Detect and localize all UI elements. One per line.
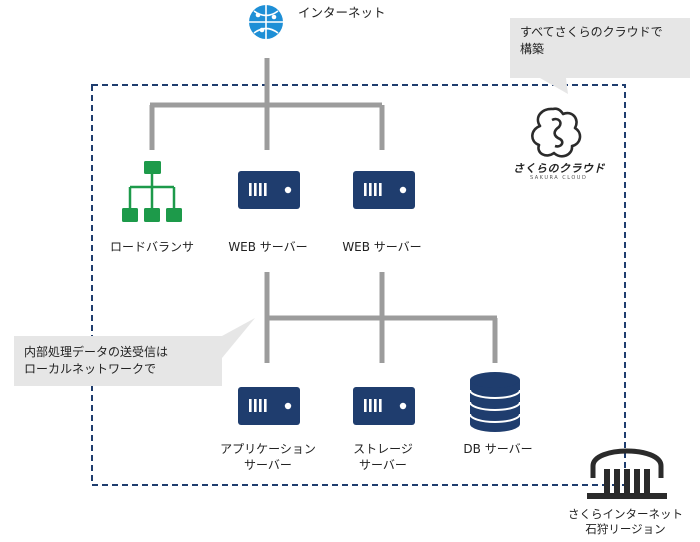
callout-line-2: 構築 — [520, 42, 545, 56]
region-label-line-2: 石狩リージョン — [585, 522, 666, 536]
connection-lines — [149, 58, 498, 363]
internet-label: インターネット — [298, 5, 386, 20]
storage-server-label: ストレージ サーバー — [353, 441, 413, 473]
database-icon — [469, 372, 521, 432]
callout-cloud-tail — [540, 78, 568, 94]
callout-all-in-cloud: すべてさくらのクラウドで 構築 — [510, 18, 690, 78]
region-label: さくらインターネット 石狩リージョン — [568, 507, 683, 537]
sakura-cloud-logo-text: さくらのクラウド — [513, 162, 605, 175]
server-icon — [238, 171, 300, 209]
app-server-label-line-1: アプリケーション — [220, 442, 316, 456]
callout-local-tail — [222, 318, 255, 358]
callout-line-1: すべてさくらのクラウドで — [520, 25, 663, 39]
load-balancer-icon — [122, 161, 182, 222]
web-server-1-label: WEB サーバー — [228, 240, 308, 254]
sakura-cloud-logo-icon — [531, 107, 582, 158]
server-icon — [238, 387, 300, 425]
storage-server-label-line-2: サーバー — [359, 458, 407, 472]
load-balancer-label: ロードバランサ — [109, 240, 195, 254]
server-icon — [353, 387, 415, 425]
sakura-cloud-logo-subtext: SAKURA CLOUD — [530, 175, 588, 181]
server-icon — [353, 171, 415, 209]
web-server-2-label: WEB サーバー — [342, 240, 422, 254]
globe-icon — [249, 5, 283, 39]
storage-server-label-line-1: ストレージ — [353, 442, 413, 456]
db-server-label: DB サーバー — [463, 442, 533, 456]
app-server-label: アプリケーション サーバー — [220, 441, 316, 473]
callout-line-2: ローカルネットワークで — [24, 362, 157, 376]
callout-local-network: 内部処理データの送受信は ローカルネットワークで — [14, 336, 222, 386]
region-boundary — [91, 84, 626, 486]
app-server-label-line-2: サーバー — [244, 458, 292, 472]
region-label-line-1: さくらインターネット — [568, 507, 683, 521]
datacenter-icon — [587, 448, 667, 499]
callout-line-1: 内部処理データの送受信は — [24, 345, 169, 359]
